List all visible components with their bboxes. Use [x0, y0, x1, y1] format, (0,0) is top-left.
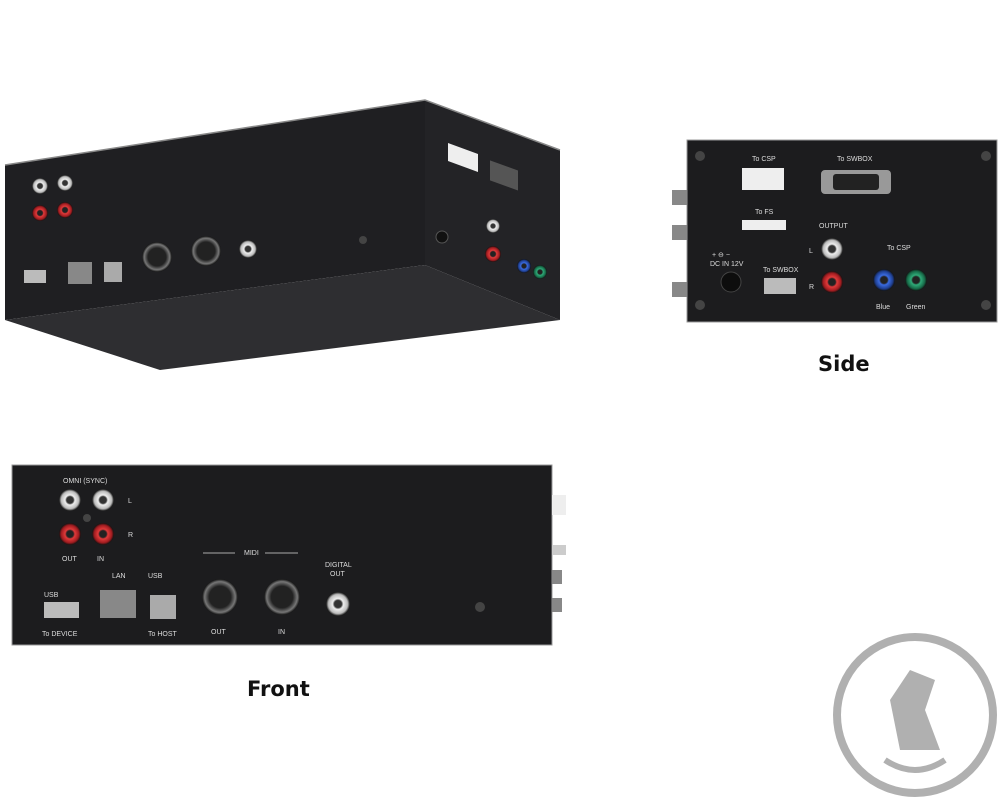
svg-text:R: R [128, 532, 133, 539]
dc-in-jack [720, 271, 742, 293]
rca-jack-white [57, 175, 73, 191]
blue-jack [873, 269, 895, 291]
svg-text:USB: USB [44, 592, 59, 599]
svg-text:To HOST: To HOST [148, 631, 178, 638]
usb-b-port [150, 595, 176, 619]
caption-side: Side [818, 352, 870, 376]
svg-text:To SWBOX: To SWBOX [763, 267, 799, 274]
svg-text:USB: USB [148, 573, 163, 580]
svg-text:OUT: OUT [211, 629, 227, 636]
fs-connector [742, 220, 786, 230]
bottom-face [5, 265, 560, 370]
svg-text:Green: Green [906, 304, 926, 311]
midi-out-port [202, 579, 238, 615]
midi-in-port [264, 579, 300, 615]
digital-out-jack [326, 592, 350, 616]
label-to-swbox: To SWBOX [837, 156, 873, 163]
output-r-jack [821, 271, 843, 293]
label-dc-in: DC IN 12V [710, 261, 744, 268]
midi-in-port [191, 236, 221, 266]
green-jack [905, 269, 927, 291]
svg-text:To CSP: To CSP [887, 245, 911, 252]
svg-text:IN: IN [97, 556, 104, 563]
label-omni-sync: OMNI (SYNC) [63, 478, 107, 485]
csp-connector [742, 168, 784, 190]
midi-out-port [142, 242, 172, 272]
svg-text:To DEVICE: To DEVICE [42, 631, 78, 638]
svg-text:DIGITAL: DIGITAL [325, 562, 352, 569]
device-perspective-view [4, 99, 561, 370]
usb-a-port [44, 602, 79, 618]
svg-text:R: R [809, 284, 814, 291]
svg-text:OUT: OUT [62, 556, 78, 563]
device-front-view: OMNI (SYNC) L R OUT IN MIDI OUT IN DIGIT… [11, 464, 566, 646]
digital-out-jack [239, 240, 257, 258]
svg-text:L: L [809, 248, 813, 255]
label-midi: MIDI [244, 550, 259, 557]
label-to-csp: To CSP [752, 156, 776, 163]
usb-b-port [104, 262, 122, 282]
rca-jack-red [32, 205, 48, 221]
caption-front: Front [247, 677, 310, 701]
vga-port [490, 160, 518, 191]
output-l-jack [821, 238, 843, 260]
watermark-logo [833, 633, 997, 797]
svg-text:OUT: OUT [330, 571, 346, 578]
svg-text:IN: IN [278, 629, 285, 636]
csp-connector [448, 143, 478, 172]
lan-port [100, 590, 136, 618]
usb-a-port [24, 270, 46, 283]
rca-jack-red [57, 202, 73, 218]
lan-port [68, 262, 92, 284]
label-to-fs: To FS [755, 209, 774, 216]
svg-text:L: L [128, 498, 132, 505]
label-output: OUTPUT [819, 223, 849, 230]
svg-text:Blue: Blue [876, 304, 890, 311]
usb-a-port [764, 278, 796, 294]
rca-jack-white [32, 178, 48, 194]
svg-text:LAN: LAN [112, 573, 126, 580]
device-side-view: To CSP To SWBOX To FS OUTPUT L R + ⊖ − D… [672, 139, 998, 323]
svg-text:+ ⊖ −: + ⊖ − [712, 252, 730, 259]
